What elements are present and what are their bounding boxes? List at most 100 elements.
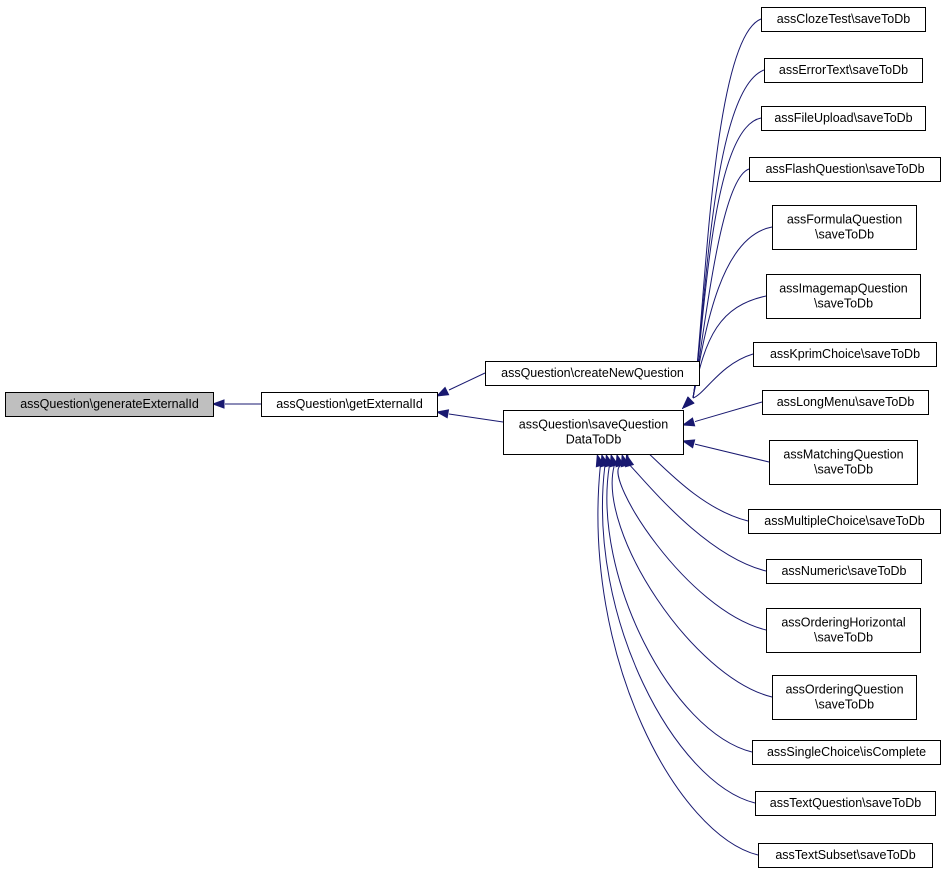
edge-cloze-to-saveQuestionDataToDb: [681, 18, 762, 410]
node-label-line: assImagemapQuestion: [779, 282, 908, 296]
node-box: [769, 440, 918, 485]
edge-matching-to-saveQuestionDataToDb: [681, 439, 770, 463]
node-box: [261, 392, 438, 417]
node-label-line: assQuestion\saveQuestion: [519, 418, 668, 432]
node-imagemap[interactable]: assImagemapQuestion\saveToDb: [766, 274, 921, 319]
node-label-line: assTextQuestion\saveToDb: [770, 796, 922, 810]
edge-line: [597, 465, 759, 856]
node-fileupload[interactable]: assFileUpload\saveToDb: [761, 106, 926, 131]
node-box: [764, 58, 923, 83]
node-box: [752, 740, 941, 765]
edge-arrowhead: [435, 386, 450, 397]
node-label-line: assQuestion\generateExternalId: [20, 397, 199, 411]
edge-arrowhead: [435, 409, 450, 419]
node-label-line: assSingleChoice\isComplete: [767, 745, 926, 759]
edge-arrowhead: [615, 453, 625, 468]
node-label-line: \saveToDb: [814, 631, 873, 645]
node-longmenu[interactable]: assLongMenu\saveToDb: [762, 390, 929, 415]
node-flash[interactable]: assFlashQuestion\saveToDb: [749, 157, 941, 182]
node-label-line: assMatchingQuestion: [783, 448, 903, 462]
node-box: [485, 361, 700, 386]
edges-layer: [211, 18, 773, 856]
edge-line: [606, 465, 753, 753]
node-box: [762, 390, 929, 415]
edge-arrowhead: [595, 453, 605, 468]
node-label-line: DataToDb: [566, 433, 622, 447]
node-label-line: assLongMenu\saveToDb: [777, 395, 915, 409]
node-label-line: assFileUpload\saveToDb: [774, 111, 912, 125]
node-orderinghorizontal[interactable]: assOrderingHorizontal\saveToDb: [766, 608, 921, 653]
node-box: [749, 157, 941, 182]
node-numeric[interactable]: assNumeric\saveToDb: [766, 559, 922, 584]
edge-longmenu-to-saveQuestionDataToDb: [681, 401, 763, 427]
node-label-line: assKprimChoice\saveToDb: [770, 347, 920, 361]
edge-saveQuestionDataToDb-to-getExternalId: [435, 409, 504, 423]
node-label-line: assQuestion\getExternalId: [276, 397, 423, 411]
edge-getExternalId-to-generateExternalId: [211, 399, 261, 409]
node-textquestion[interactable]: assTextQuestion\saveToDb: [755, 791, 936, 816]
node-box: [766, 608, 921, 653]
node-errortext[interactable]: assErrorText\saveToDb: [764, 58, 923, 83]
node-box: [503, 410, 684, 455]
edge-numeric-to-saveQuestionDataToDb: [620, 453, 767, 572]
edge-line: [692, 353, 754, 399]
node-box: [758, 843, 933, 868]
node-label-line: assClozeTest\saveToDb: [777, 12, 910, 26]
node-matching[interactable]: assMatchingQuestion\saveToDb: [769, 440, 918, 485]
edge-line: [694, 443, 770, 463]
edge-line: [617, 465, 767, 631]
node-label-line: \saveToDb: [814, 297, 873, 311]
node-label-line: \saveToDb: [814, 463, 873, 477]
edge-arrowhead: [681, 439, 696, 449]
node-box: [772, 205, 917, 250]
edge-arrowhead: [211, 399, 225, 409]
node-box: [772, 675, 917, 720]
edge-errortext-to-saveQuestionDataToDb: [681, 69, 765, 410]
node-box: [761, 106, 926, 131]
node-generateExternalId[interactable]: assQuestion\generateExternalId: [5, 392, 214, 417]
node-createNewQuestion[interactable]: assQuestion\createNewQuestion: [485, 361, 700, 386]
edge-arrowhead: [681, 396, 695, 410]
node-orderingquestion[interactable]: assOrderingQuestion\saveToDb: [772, 675, 917, 720]
node-label-line: \saveToDb: [815, 228, 874, 242]
edge-arrowhead: [681, 417, 696, 427]
nodes-layer: assQuestion\generateExternalId assQuestio…: [5, 7, 941, 868]
node-box: [766, 274, 921, 319]
node-label-line: assFlashQuestion\saveToDb: [765, 162, 924, 176]
node-label-line: \saveToDb: [815, 698, 874, 712]
node-label-line: assMultipleChoice\saveToDb: [764, 514, 925, 528]
edge-createNewQuestion-to-getExternalId: [435, 372, 486, 397]
edge-line: [611, 465, 773, 698]
edge-line: [694, 401, 763, 423]
edge-line: [448, 413, 504, 423]
node-label-line: assNumeric\saveToDb: [781, 564, 906, 578]
node-label-line: assQuestion\createNewQuestion: [501, 366, 684, 380]
node-box: [761, 7, 926, 32]
edge-line: [692, 226, 773, 399]
node-singlechoice[interactable]: assSingleChoice\isComplete: [752, 740, 941, 765]
edge-line: [622, 459, 767, 572]
node-label-line: assTextSubset\saveToDb: [775, 848, 915, 862]
node-label-line: assOrderingHorizontal: [781, 616, 905, 630]
edge-line: [601, 465, 756, 804]
node-textsubset[interactable]: assTextSubset\saveToDb: [758, 843, 933, 868]
edge-kprim-to-saveQuestionDataToDb: [681, 353, 754, 410]
edge-textsubset-to-saveQuestionDataToDb: [595, 453, 759, 856]
node-label-line: assOrderingQuestion: [785, 683, 903, 697]
node-label-line: assErrorText\saveToDb: [779, 63, 908, 77]
node-formula[interactable]: assFormulaQuestion\saveToDb: [772, 205, 917, 250]
node-box: [5, 392, 214, 417]
node-box: [755, 791, 936, 816]
edge-textquestion-to-saveQuestionDataToDb: [600, 453, 756, 804]
node-box: [748, 509, 941, 534]
node-label-line: assFormulaQuestion: [787, 213, 902, 227]
node-kprim[interactable]: assKprimChoice\saveToDb: [753, 342, 937, 367]
node-box: [766, 559, 922, 584]
node-multiple[interactable]: assMultipleChoice\saveToDb: [748, 509, 941, 534]
node-getExternalId[interactable]: assQuestion\getExternalId: [261, 392, 438, 417]
edge-line: [448, 372, 486, 391]
node-cloze[interactable]: assClozeTest\saveToDb: [761, 7, 926, 32]
edge-orderinghorizontal-to-saveQuestionDataToDb: [615, 453, 767, 631]
